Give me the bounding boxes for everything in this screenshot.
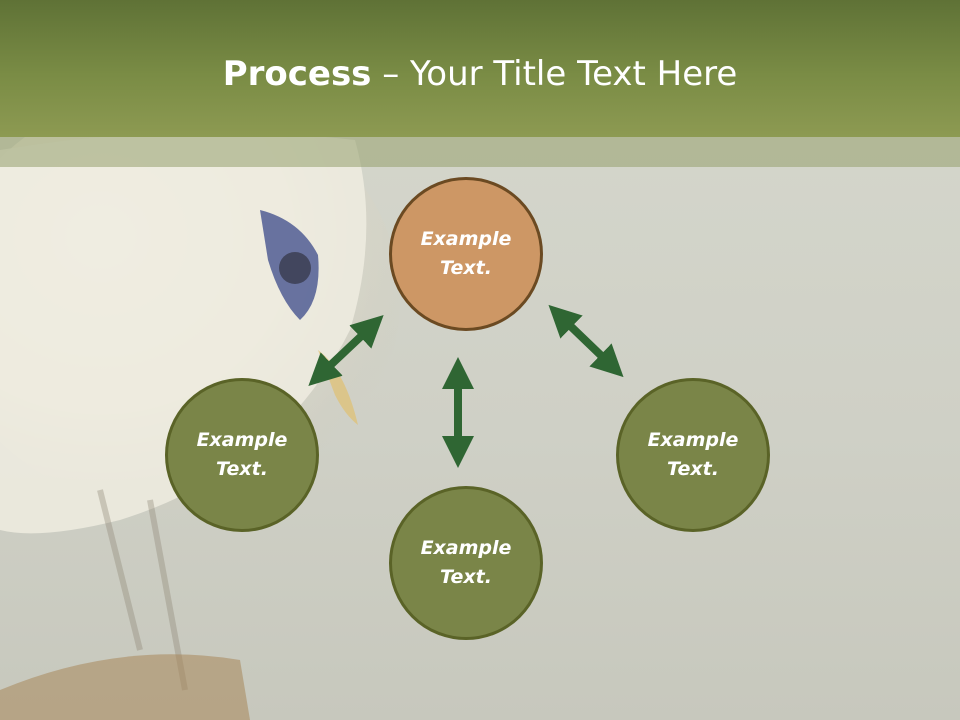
header-bar bbox=[0, 0, 960, 137]
slide-title: Process – Your Title Text Here bbox=[0, 52, 960, 96]
node-left: Example Text. bbox=[165, 378, 319, 532]
node-bottom: Example Text. bbox=[389, 486, 543, 640]
header-band bbox=[0, 137, 960, 167]
node-left-label: Example Text. bbox=[196, 429, 288, 480]
arrow-top-left bbox=[308, 315, 384, 386]
node-right: Example Text. bbox=[616, 378, 770, 532]
node-top: Example Text. bbox=[389, 177, 543, 331]
node-bottom-label: Example Text. bbox=[420, 537, 512, 588]
node-top-label: Example Text. bbox=[420, 228, 512, 279]
arrow-top-right bbox=[548, 304, 624, 378]
title-rest: – Your Title Text Here bbox=[371, 54, 738, 94]
node-right-label: Example Text. bbox=[647, 429, 739, 480]
title-bold: Process bbox=[222, 54, 372, 94]
